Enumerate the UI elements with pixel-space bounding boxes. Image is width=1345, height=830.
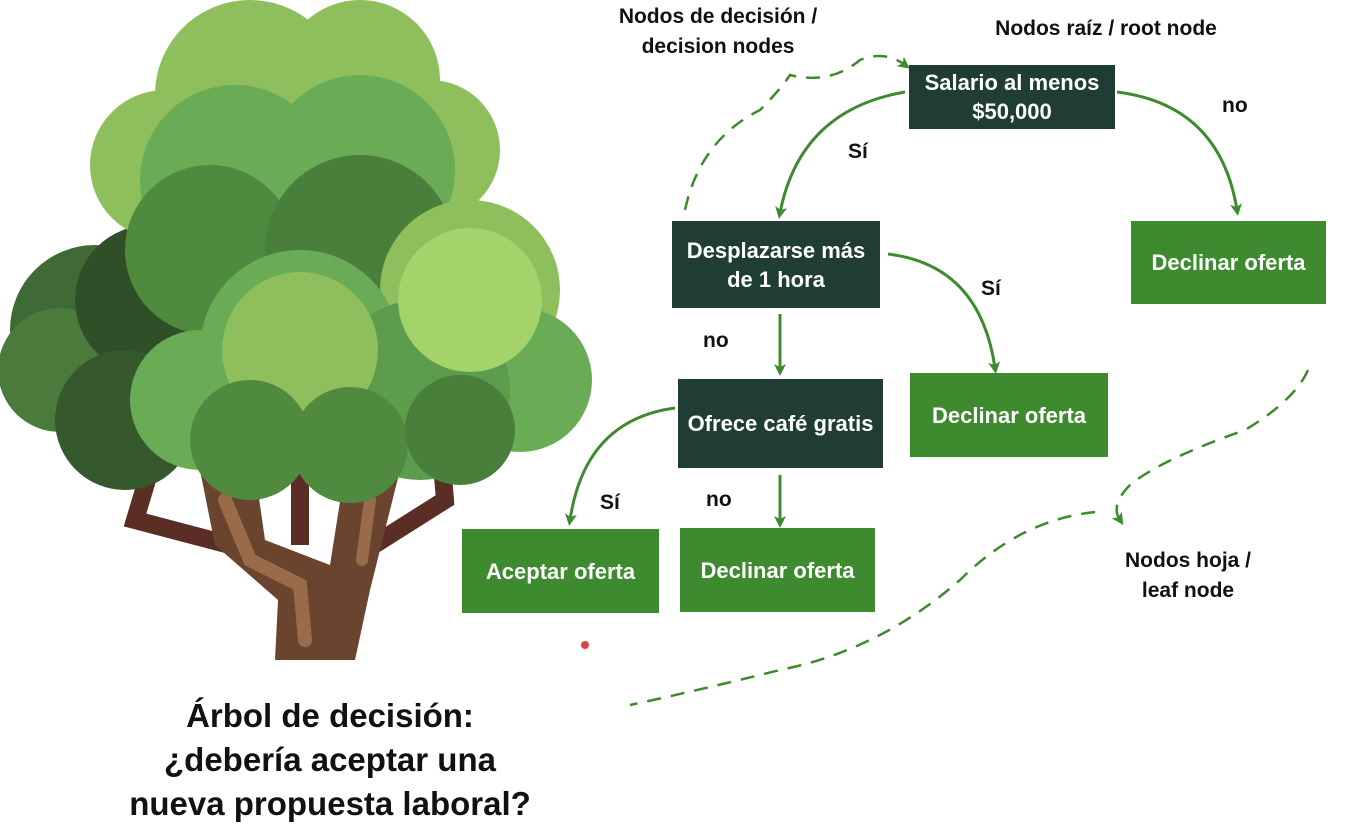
decision-node-coffee: Ofrece café gratis: [678, 379, 883, 468]
title-line-2: ¿debería aceptar una: [164, 741, 496, 778]
diagram-title: Árbol de decisión: ¿debería aceptar una …: [60, 694, 600, 826]
edge-label-coffee-yes: Sí: [600, 491, 620, 514]
annotation-leaf-nodes: Nodos hoja / leaf node: [1125, 549, 1251, 602]
arrow-root-no: [1116, 90, 1242, 216]
leaf-node-decline-coffee: Declinar oferta: [680, 528, 875, 612]
leaf-node-decline-commute: Declinar oferta: [910, 373, 1108, 457]
annotation-root-node: Nodos raíz / root node: [995, 17, 1217, 40]
pointer-leaf-nodes-tail: [629, 510, 1096, 707]
arrow-root-yes: [775, 90, 906, 219]
leaf-node-decline-salary: Declinar oferta: [1131, 221, 1326, 304]
decision-node-commute: Desplazarse más de 1 hora: [672, 221, 880, 308]
arrow-commute-yes: [887, 252, 1001, 374]
edge-label-root-yes: Sí: [848, 140, 868, 163]
leaf-node-accept: Aceptar oferta: [462, 529, 659, 613]
tree-icon: [0, 0, 592, 660]
annotation-decision-nodes: Nodos de decisión / decision nodes: [618, 5, 818, 58]
arrow-coffee-yes: [564, 406, 676, 526]
pointer-leaf-nodes: [1111, 369, 1310, 525]
edge-label-commute-no: no: [703, 329, 729, 352]
root-node: Salario al menos $50,000: [909, 65, 1115, 129]
edge-label-commute-yes: Sí: [981, 277, 1001, 300]
title-line-3: nueva propuesta laboral?: [129, 785, 531, 822]
edge-label-coffee-no: no: [706, 488, 732, 511]
red-dot: [581, 641, 589, 649]
pointer-decision-nodes: [683, 54, 910, 211]
edge-label-root-no: no: [1222, 94, 1248, 117]
title-line-1: Árbol de decisión:: [186, 697, 474, 734]
